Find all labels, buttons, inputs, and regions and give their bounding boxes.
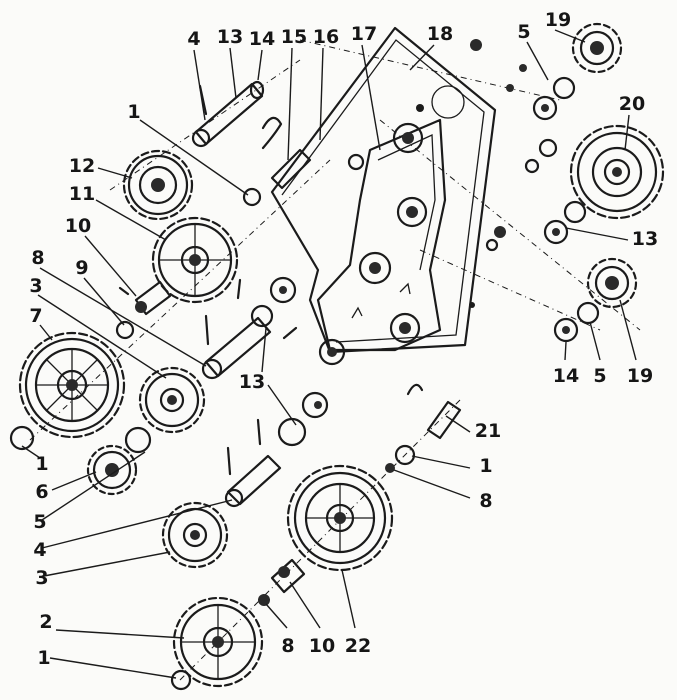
label-part-10-top: 10 [65, 215, 91, 237]
label-part-8-right: 8 [479, 490, 492, 512]
shafts-and-small-parts [9, 39, 600, 691]
label-part-10-bottom: 10 [309, 635, 335, 657]
label-part-4-top: 4 [187, 28, 200, 50]
label-part-13-middle: 13 [239, 371, 265, 393]
label-part-1-right: 1 [479, 455, 492, 477]
label-part-3-bottom: 3 [35, 567, 48, 589]
gear-7 [18, 331, 126, 439]
gear-20 [569, 124, 665, 220]
label-part-5-left: 5 [33, 511, 46, 533]
label-part-15: 15 [281, 26, 307, 48]
label-part-7: 7 [29, 305, 42, 327]
label-part-9: 9 [75, 257, 88, 279]
gear-19-upper [571, 22, 623, 74]
gear-11 [151, 216, 239, 304]
label-part-11: 11 [69, 183, 95, 205]
callout-numbers: 4 13 14 15 16 17 18 5 19 20 1 12 11 10 9… [29, 9, 658, 669]
label-part-12: 12 [69, 155, 95, 177]
gear-12 [122, 149, 194, 221]
label-part-8-bottom: 8 [281, 635, 294, 657]
label-part-14-right: 14 [553, 365, 579, 387]
label-part-2: 2 [39, 611, 52, 633]
gear-22 [286, 464, 394, 572]
assembly-axes [29, 39, 641, 681]
label-part-18: 18 [427, 23, 453, 45]
leader-lines [21, 29, 637, 679]
label-part-16: 16 [313, 26, 339, 48]
gear-3-upper [138, 366, 206, 434]
label-part-5-top-right: 5 [517, 21, 530, 43]
label-part-14-top: 14 [249, 28, 275, 50]
label-part-17: 17 [351, 23, 377, 45]
label-part-1-left: 1 [35, 453, 48, 475]
gear-19-lower [586, 257, 638, 309]
label-part-3-top: 3 [29, 275, 42, 297]
label-part-1-bottom: 1 [37, 647, 50, 669]
label-part-8-left: 8 [31, 247, 44, 269]
label-part-21: 21 [475, 420, 501, 442]
label-part-20: 20 [619, 93, 645, 115]
gear-2 [172, 596, 264, 688]
gear-3-lower [161, 501, 229, 569]
label-part-22: 22 [345, 635, 371, 657]
label-part-1-top: 1 [127, 101, 140, 123]
gear-6 [86, 444, 138, 496]
label-part-4-left: 4 [33, 539, 46, 561]
label-part-19-right: 19 [627, 365, 653, 387]
label-part-5-right: 5 [593, 365, 606, 387]
label-part-19-top: 19 [545, 9, 571, 31]
label-part-13-top: 13 [217, 26, 243, 48]
housing-plate [270, 26, 497, 354]
label-part-6: 6 [35, 481, 48, 503]
label-part-13-right: 13 [632, 228, 658, 250]
gear-frame [316, 118, 447, 366]
